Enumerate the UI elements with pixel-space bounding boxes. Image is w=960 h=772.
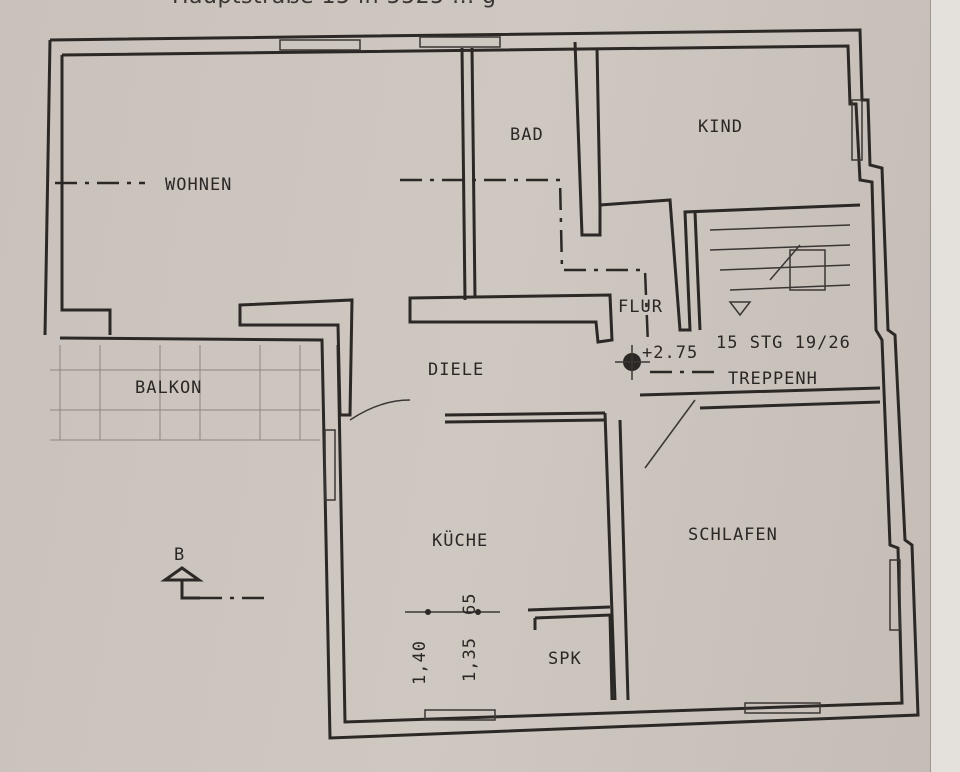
adjacent-page [930,0,960,772]
staircase [709,224,851,317]
room-label-wohnen: WOHNEN [165,175,232,195]
dimension-label: 1,35 [460,637,480,682]
stairs-annotation: 15 STG 19/26 [716,333,851,353]
dimension-label: 65 [460,593,480,615]
room-label-speisekammer: SPK [548,649,582,669]
section-lines [55,178,720,600]
room-label-diele: DIELE [428,360,484,380]
section-marker-arrow [160,566,204,600]
room-label-kuche: KÜCHE [432,529,488,551]
room-label-kind: KIND [698,117,743,137]
dimension-marks [405,609,500,615]
walls [43,28,920,740]
room-label-treppenhaus: TREPPENH [728,369,818,389]
level-annotation: +2.75 [642,343,698,363]
room-label-schlafen: SCHLAFEN [688,525,778,545]
room-label-bad: BAD [510,125,544,145]
room-label-balkon: BALKON [135,378,202,398]
room-label-flur: FLUR [618,297,663,317]
windows [279,36,901,721]
address-caption: Hauptstraße 15 in 5525 ... g [172,0,497,9]
dimension-label: 1,40 [410,640,430,685]
balcony-hatch [50,345,320,441]
section-marker-label: B [174,545,185,565]
level-marker [615,345,650,380]
